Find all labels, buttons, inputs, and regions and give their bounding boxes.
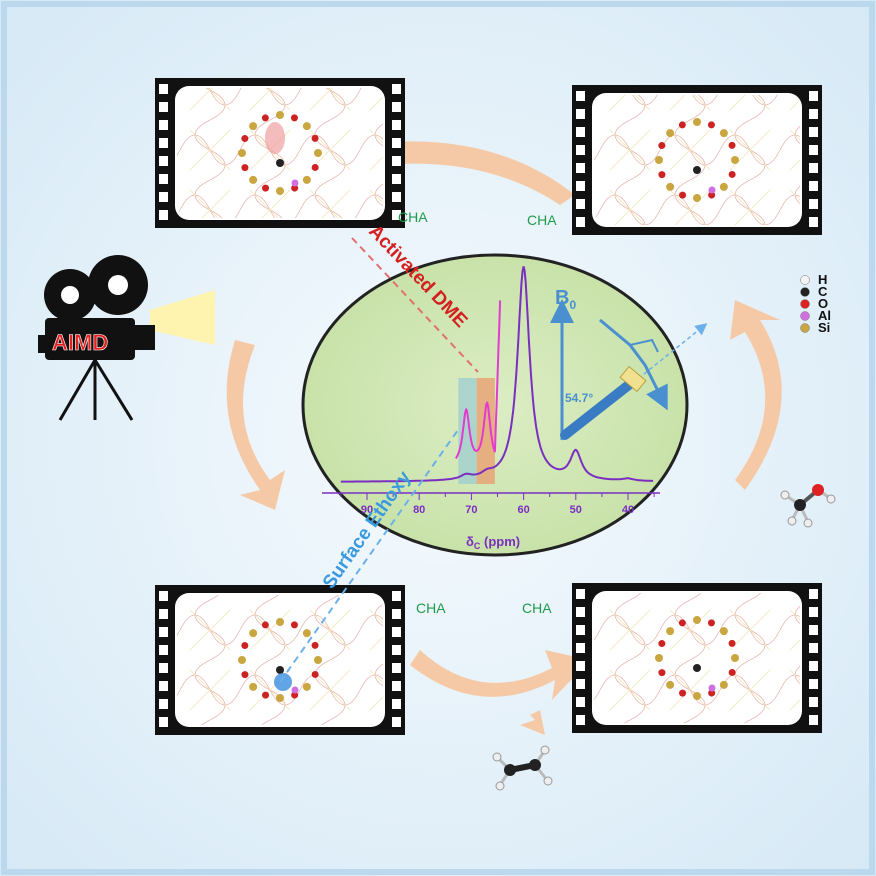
rf-coil-arrow bbox=[599, 318, 668, 411]
x-tick-label: 90 bbox=[361, 504, 373, 516]
adsorbate bbox=[693, 664, 701, 672]
activated-dme-highlight bbox=[265, 122, 285, 154]
al-atom bbox=[291, 179, 299, 187]
legend-swatch-c bbox=[800, 287, 810, 297]
legend-swatch-o bbox=[800, 299, 810, 309]
al-atom bbox=[291, 686, 299, 694]
adsorbate bbox=[276, 666, 284, 674]
arrow-left bbox=[226, 340, 285, 510]
cha-label-4: CHA bbox=[522, 600, 552, 616]
aimd-snapshot-frame-4 bbox=[572, 583, 822, 733]
highlight-band-1 bbox=[458, 378, 477, 484]
x-tick-label: 40 bbox=[622, 504, 634, 516]
magic-angle-label: 54.7° bbox=[565, 391, 593, 405]
x-tick-label: 70 bbox=[465, 504, 477, 516]
legend-label: Al bbox=[818, 308, 831, 323]
al-atom bbox=[708, 684, 716, 692]
arrow-right bbox=[730, 300, 782, 490]
activated-dme-line bbox=[351, 237, 479, 373]
legend-label: H bbox=[818, 272, 827, 287]
legend-swatch-al bbox=[800, 311, 810, 321]
rotor bbox=[560, 375, 640, 440]
legend-label: C bbox=[818, 284, 828, 299]
x-tick-label: 80 bbox=[413, 504, 425, 516]
cha-label-3: CHA bbox=[416, 600, 446, 616]
ethoxy-highlight bbox=[274, 673, 292, 691]
adsorbate bbox=[693, 166, 701, 174]
adsorbate bbox=[276, 159, 284, 167]
x-tick-label: 50 bbox=[570, 504, 582, 516]
rotor-cap bbox=[619, 365, 647, 393]
magic-angle-spinning-diagram: B0 54.7° bbox=[550, 287, 708, 441]
cha-label-1: CHA bbox=[398, 209, 428, 225]
inset-spectrum-line bbox=[454, 300, 502, 459]
x-axis-label: δC (ppm) bbox=[466, 534, 520, 551]
nmr-spectrum: 90 80 70 60 50 40 bbox=[322, 266, 660, 516]
methanol-molecule bbox=[780, 484, 836, 528]
legend-label: O bbox=[818, 296, 828, 311]
ethoxy-line bbox=[279, 429, 459, 683]
arrow-bottom bbox=[410, 650, 590, 700]
x-tick-label: 60 bbox=[517, 504, 529, 516]
aimd-snapshot-frame-2 bbox=[572, 85, 822, 235]
aimd-label: AIMD bbox=[52, 330, 108, 355]
arrow-branch bbox=[505, 690, 545, 735]
legend-swatch-si bbox=[800, 323, 810, 333]
legend-swatch-h bbox=[800, 275, 810, 285]
aimd-snapshot-frame-3 bbox=[155, 585, 405, 735]
b0-label: B0 bbox=[555, 287, 576, 312]
legend-label: Si bbox=[818, 320, 830, 335]
cha-label-2: CHA bbox=[527, 212, 557, 228]
movie-camera-icon: AIMD bbox=[38, 255, 215, 421]
nmr-ellipse bbox=[301, 253, 689, 557]
ethylene-molecule bbox=[492, 745, 553, 791]
aimd-snapshot-frame-1 bbox=[155, 78, 405, 228]
al-atom bbox=[708, 186, 716, 194]
highlight-band-2 bbox=[476, 378, 495, 484]
spectrum-line bbox=[340, 266, 654, 483]
